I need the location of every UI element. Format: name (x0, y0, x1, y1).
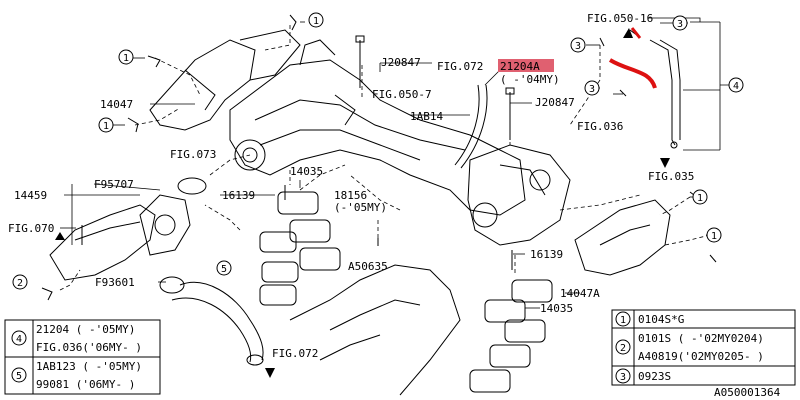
legend-left-row5-line1: 1AB123 ( -'05MY) (36, 360, 142, 373)
callout-numbers: 1 1 1 3 3 3 4 5 2 1 1 (17, 16, 739, 289)
legend-right-num-1: 1 (620, 315, 626, 326)
label-a50635: A50635 (348, 260, 388, 273)
label-f95707: F95707 (94, 178, 134, 191)
label-fig035: FIG.035 (648, 170, 694, 183)
callout-3-lower: 3 (589, 84, 595, 95)
label-14035-left: 14035 (290, 165, 323, 178)
highlight-21204a (498, 59, 554, 72)
legend-left-row4-line1: 21204 ( -'05MY) (36, 323, 135, 336)
label-21204a: 21204A (500, 60, 540, 73)
highlighted-hose-21204a (608, 58, 657, 89)
legend-right: 1 2 3 0104S*G 0101S ( -'02MY0204) A40819… (611, 309, 796, 386)
label-18156: 18156 (334, 189, 367, 202)
label-fig073: FIG.073 (170, 148, 216, 161)
callout-1-top: 1 (313, 16, 319, 27)
label-j20847-top: J20847 (381, 56, 421, 69)
label-drawing-number: A050001364 (714, 386, 781, 399)
callout-3-upper: 3 (575, 41, 581, 52)
label-14459: 14459 (14, 189, 47, 202)
highlighted-hose-end (630, 27, 642, 39)
part-labels: FIG.050-16 J20847 FIG.072 21204A ( -'04M… (8, 12, 781, 399)
label-1ab14: 1AB14 (410, 110, 443, 123)
label-fig072-top: FIG.072 (437, 60, 483, 73)
label-fig036: FIG.036 (577, 120, 623, 133)
label-16139-right: 16139 (530, 248, 563, 261)
label-fig072-bottom: FIG.072 (272, 347, 318, 360)
callout-4: 4 (733, 81, 739, 92)
label-16139-left: 16139 (222, 189, 255, 202)
callout-3-top-right: 3 (677, 19, 683, 30)
callout-1-right-lower: 1 (711, 231, 717, 242)
callout-1-lower-left: 1 (103, 121, 109, 132)
legend-right-row3: 0923S (638, 370, 671, 383)
label-14035-right: 14035 (540, 302, 573, 315)
legend-right-num-3: 3 (620, 372, 626, 383)
legend-left-row5-line2: 99081 ('06MY- ) (36, 378, 135, 391)
callout-2: 2 (17, 278, 23, 289)
legend-left-num-5: 5 (16, 371, 22, 382)
intake-manifold-drawing (49, 29, 681, 396)
label-14047a: 14047A (560, 287, 600, 300)
callout-circles (12, 12, 744, 290)
label-j20847-mid: J20847 (535, 96, 575, 109)
legend-left-num-4: 4 (16, 334, 22, 345)
legend-right-row2-line1: 0101S ( -'02MY0204) (638, 332, 764, 345)
legend-right-num-2: 2 (620, 343, 626, 354)
legend-left-row4-line2: FIG.036('06MY- ) (36, 341, 142, 354)
bolts (41, 14, 717, 301)
label-fig070: FIG.070 (8, 222, 54, 235)
callout-1-left: 1 (123, 53, 129, 64)
legend-right-row1: 0104S*G (638, 313, 684, 326)
label-fig050-7: FIG.050-7 (372, 88, 432, 101)
label-14047: 14047 (100, 98, 133, 111)
solid-leaders (60, 17, 740, 309)
label-21204a-note: ( -'04MY) (500, 73, 560, 86)
callout-5: 5 (221, 264, 227, 275)
dashed-leaders (59, 25, 711, 291)
label-fig050-16: FIG.050-16 (587, 12, 653, 25)
reference-arrows (55, 28, 670, 378)
legend-right-row2-line2: A40819('02MY0205- ) (638, 350, 764, 363)
label-18156-note: (-'05MY) (334, 201, 387, 214)
legend-left: 4 5 21204 ( -'05MY) FIG.036('06MY- ) 1AB… (4, 319, 161, 395)
label-f93601: F93601 (95, 276, 135, 289)
callout-1-right-upper: 1 (697, 193, 703, 204)
